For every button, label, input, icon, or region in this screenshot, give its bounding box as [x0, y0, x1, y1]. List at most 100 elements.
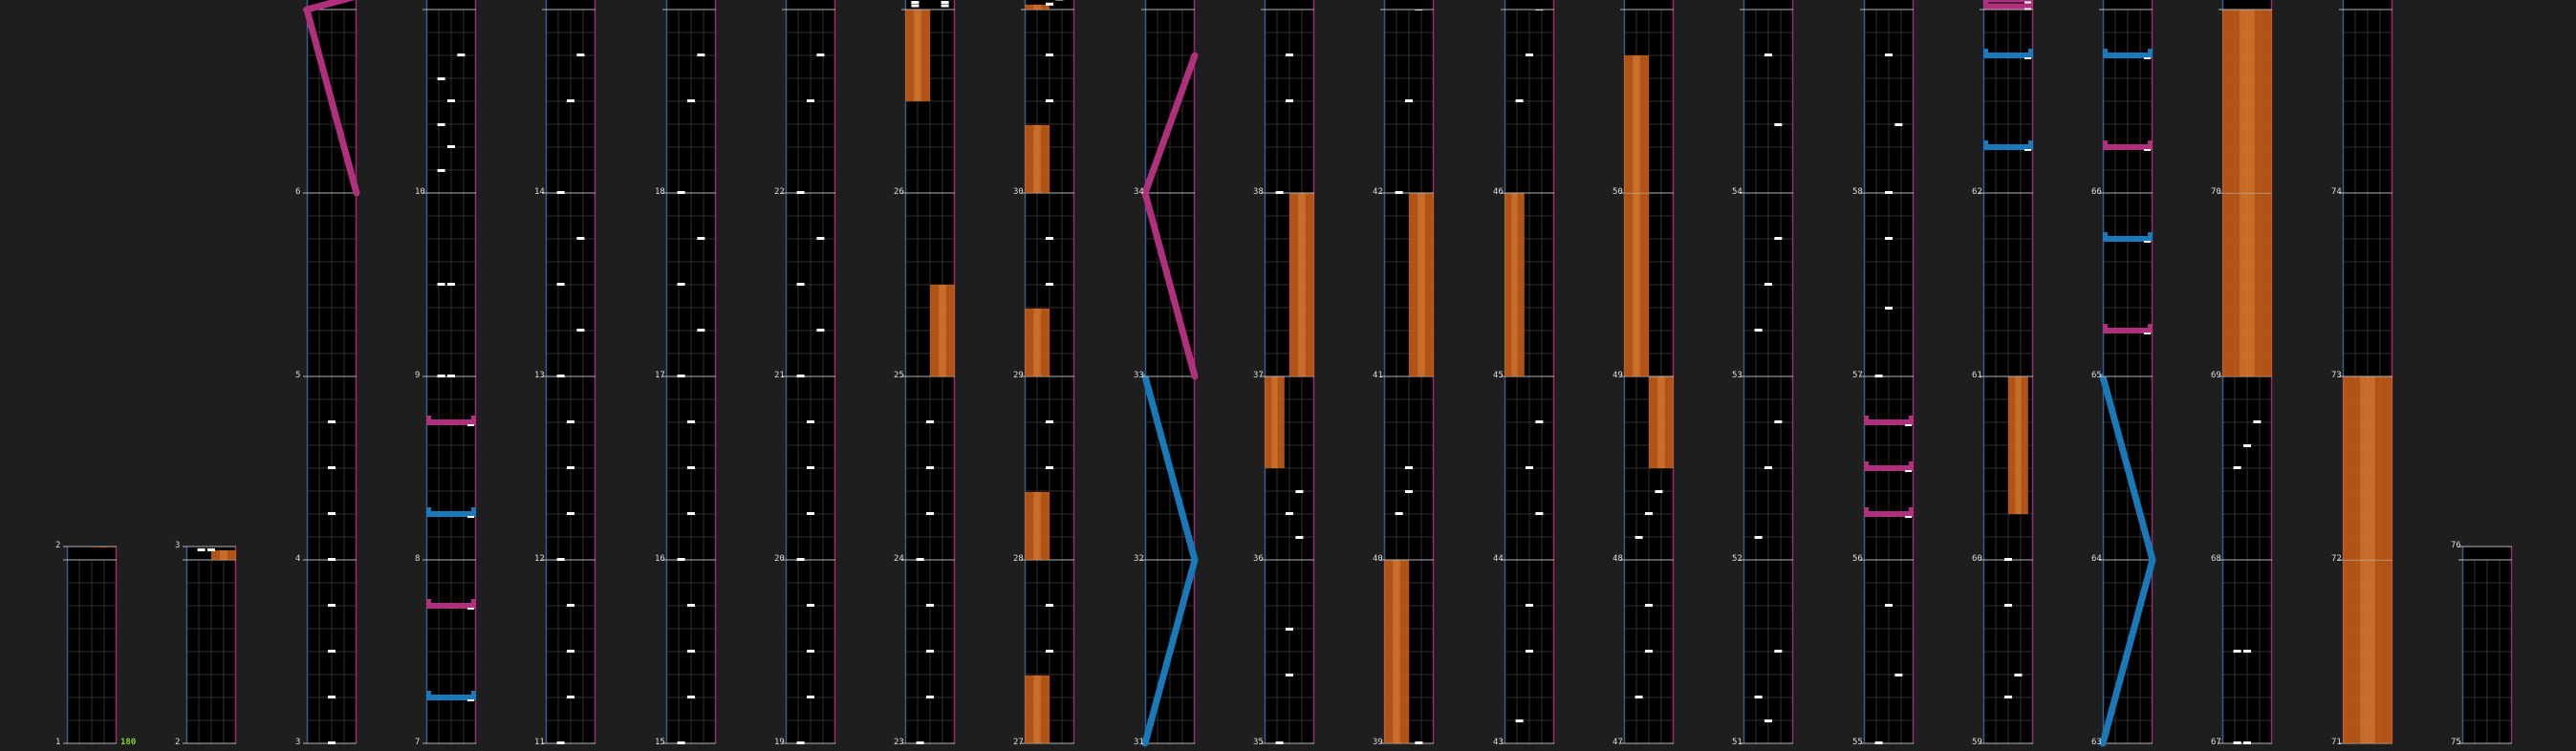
- tap-note: [796, 375, 805, 377]
- tap-note: [567, 696, 574, 698]
- measure-number: 10: [415, 187, 425, 197]
- tap-note: [807, 512, 814, 515]
- hold-note-center: [914, 10, 921, 101]
- tap-note: [567, 604, 574, 607]
- tap-note: [2233, 741, 2241, 744]
- slide-bar-tick: [2024, 149, 2031, 151]
- slide-bar-cap: [2148, 324, 2153, 333]
- tap-note: [1286, 54, 1293, 56]
- slide-bar-cap: [2148, 140, 2153, 150]
- tap-note: [197, 547, 206, 551]
- tap-note: [911, 4, 920, 8]
- tap-note: [1634, 535, 1643, 539]
- measure-number: 62: [1972, 187, 1982, 197]
- hold-note-center: [939, 285, 946, 376]
- hold-note: [1289, 193, 1314, 376]
- hold-note: [2222, 193, 2272, 376]
- tap-note: [677, 741, 685, 744]
- slide-bar-tick: [2024, 1, 2031, 4]
- lane-segment: [1145, 0, 1195, 10]
- tap-note: [926, 696, 934, 698]
- tap-note: [1894, 122, 1903, 126]
- lane-segment: [905, 0, 955, 10]
- measure-number: 72: [2331, 554, 2342, 564]
- measure-number: 47: [1613, 738, 1623, 747]
- slide-bar: [426, 419, 476, 425]
- tap-note: [807, 420, 814, 423]
- slide-bar-cap: [1864, 461, 1869, 471]
- tap-note: [556, 283, 565, 286]
- slide-bar-tick: [467, 516, 474, 518]
- tap-note: [567, 650, 574, 653]
- tap-note: [911, 1, 920, 4]
- measure-number: 49: [1613, 371, 1623, 380]
- hold-note: [1025, 4, 1050, 10]
- lane-segment: [1265, 0, 1314, 10]
- tap-note: [677, 558, 685, 561]
- measure-number: 50: [1613, 187, 1623, 197]
- tap-note: [437, 283, 445, 286]
- slide-bar: [1864, 419, 1914, 425]
- measure-number: 2: [55, 541, 61, 550]
- tap-note: [1634, 696, 1643, 698]
- tap-note: [816, 329, 825, 332]
- hold-note: [1025, 491, 1050, 560]
- tap-note: [807, 650, 814, 653]
- measure-number: 19: [774, 738, 785, 747]
- measure-number: 46: [1493, 187, 1504, 197]
- slide-bar-cap: [2028, 140, 2033, 150]
- hold-note: [1409, 193, 1434, 376]
- slide-bar-tick: [2144, 57, 2151, 59]
- tap-note: [207, 547, 215, 551]
- slide-bar: [426, 603, 476, 609]
- tap-note: [328, 466, 336, 469]
- measure-number: 55: [1852, 738, 1863, 747]
- measure-number: 18: [655, 187, 665, 197]
- tap-note: [556, 558, 565, 561]
- tap-note: [567, 466, 574, 469]
- tap-note: [1764, 283, 1772, 286]
- measure-number: 7: [415, 738, 421, 747]
- measure-number: 21: [774, 371, 785, 380]
- measure-number: 52: [1732, 554, 1743, 564]
- hold-note: [1649, 376, 1674, 468]
- slide-bar-cap: [2148, 49, 2153, 58]
- tap-note: [1645, 604, 1653, 607]
- slide-bar-cap: [426, 507, 431, 517]
- tap-note: [926, 420, 934, 423]
- tap-note: [1055, 0, 1064, 1]
- measure-number: 16: [655, 554, 665, 564]
- tap-note: [1295, 535, 1304, 539]
- hold-note-center: [1033, 491, 1041, 560]
- hold-note-center: [1033, 675, 1041, 743]
- tap-note: [1526, 466, 1533, 469]
- measure-number: 23: [894, 738, 904, 747]
- tap-note: [687, 650, 695, 653]
- tap-note: [1286, 627, 1293, 631]
- tap-note: [1754, 696, 1763, 698]
- measure-number: 51: [1732, 738, 1743, 747]
- measure-number: 31: [1134, 738, 1144, 747]
- hold-note-center: [2015, 376, 2022, 514]
- hold-note-center: [1271, 376, 1278, 468]
- measure-number: 4: [295, 554, 301, 564]
- tap-note: [1295, 489, 1304, 493]
- tap-note: [1885, 604, 1893, 607]
- slide-bar-tick: [467, 608, 474, 610]
- tap-note: [576, 329, 585, 332]
- lane-segment: [1864, 0, 1914, 10]
- hold-note: [1624, 193, 1649, 376]
- slide-bar: [1864, 511, 1914, 517]
- slide-bar-cap: [2148, 232, 2153, 242]
- slide-path: [2099, 556, 2156, 747]
- measure-number: 69: [2211, 371, 2221, 380]
- tap-note: [1885, 306, 1893, 310]
- slide-bar-tick: [467, 699, 474, 701]
- measure-number: 58: [1852, 187, 1863, 197]
- slide-bar-tick: [2024, 8, 2031, 11]
- slide-bar-cap: [426, 691, 431, 700]
- tap-note: [556, 741, 565, 744]
- measure-number: 76: [2451, 541, 2461, 550]
- hold-note-center: [1657, 376, 1665, 468]
